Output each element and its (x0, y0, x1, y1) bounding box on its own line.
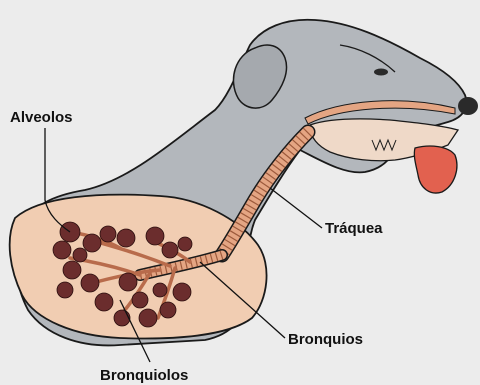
eye-icon (374, 69, 388, 76)
tongue-icon (414, 146, 457, 193)
label-alveolos: Alveolos (10, 109, 73, 126)
label-bronquiolos: Bronquiolos (100, 367, 188, 384)
label-traquea: Tráquea (325, 220, 383, 237)
leader-traquea (270, 188, 322, 228)
label-bronquios: Bronquios (288, 331, 363, 348)
nose-icon (458, 97, 478, 115)
